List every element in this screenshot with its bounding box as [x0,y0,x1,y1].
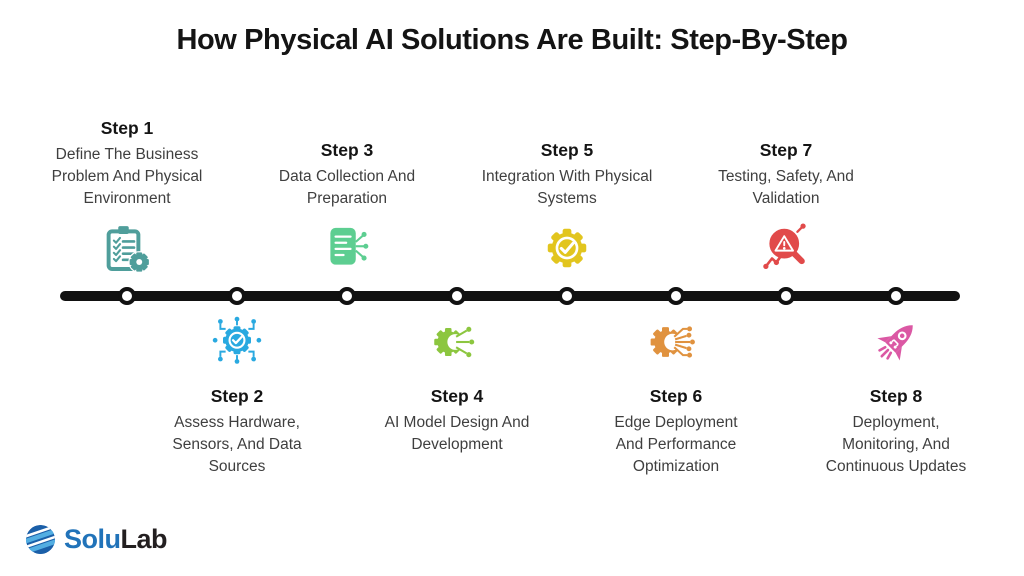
timeline-node-5 [558,287,576,305]
step-6-block: Step 6 Edge Deployment And Performance O… [571,314,781,478]
timeline-node-2 [228,287,246,305]
step-7-label: Step 7 [759,140,813,160]
step-4-label: Step 4 [430,386,484,406]
timeline-node-6 [667,287,685,305]
logo-text-secondary: Lab [120,524,168,554]
step-2-label: Step 2 [210,386,264,406]
step-2-block: Step 2 Assess Hardware, Sensors, And Dat… [132,314,342,478]
timeline-line [60,291,960,301]
step-6-description: Edge Deployment And Performance Optimiza… [614,414,738,475]
step-7-description: Testing, Safety, And Validation [718,168,854,207]
step-3-label: Step 3 [320,140,374,160]
step-1-label: Step 1 [100,118,154,138]
data-document-icon [330,227,369,265]
checklist-gear-icon [106,226,151,273]
rocket-icon [877,325,913,361]
solulab-sphere-icon [25,524,56,555]
edge-gear-circuit-icon [650,326,695,358]
step-5-label: Step 5 [540,140,594,160]
step-1-block: Step 1 Define The Business Problem And P… [22,116,232,276]
step-4-block: Step 4 AI Model Design And Development [352,314,562,456]
timeline-node-3 [338,287,356,305]
step-1-description: Define The Business Problem And Physical… [51,146,203,207]
step-3-description: Data Collection And Preparation [278,168,416,207]
timeline-node-7 [777,287,795,305]
timeline-node-8 [887,287,905,305]
logo-text-primary: Solu [64,524,121,554]
gear-check-icon [547,228,587,268]
step-2-description: Assess Hardware, Sensors, And Data Sourc… [172,414,302,475]
timeline-node-1 [118,287,136,305]
circuit-gear-check-icon [212,316,262,364]
step-8-block: Step 8 Deployment, Monitoring, And Conti… [791,314,1001,478]
step-3-block: Step 3 Data Collection And Preparation [242,116,452,276]
page-title: How Physical AI Solutions Are Built: Ste… [176,24,848,56]
step-4-description: AI Model Design And Development [384,414,530,453]
ai-gear-circuit-icon [434,326,475,358]
step-6-label: Step 6 [649,386,703,406]
step-8-label: Step 8 [869,386,923,406]
step-5-block: Step 5 Integration With Physical Systems [462,116,672,276]
solulab-logo: SoluLab [24,523,168,556]
step-8-description: Deployment, Monitoring, And Continuous U… [825,414,967,475]
warning-magnifier-icon [763,223,806,269]
timeline-node-4 [448,287,466,305]
step-5-description: Integration With Physical Systems [481,168,653,207]
step-7-block: Step 7 Testing, Safety, And Validation [681,116,891,276]
